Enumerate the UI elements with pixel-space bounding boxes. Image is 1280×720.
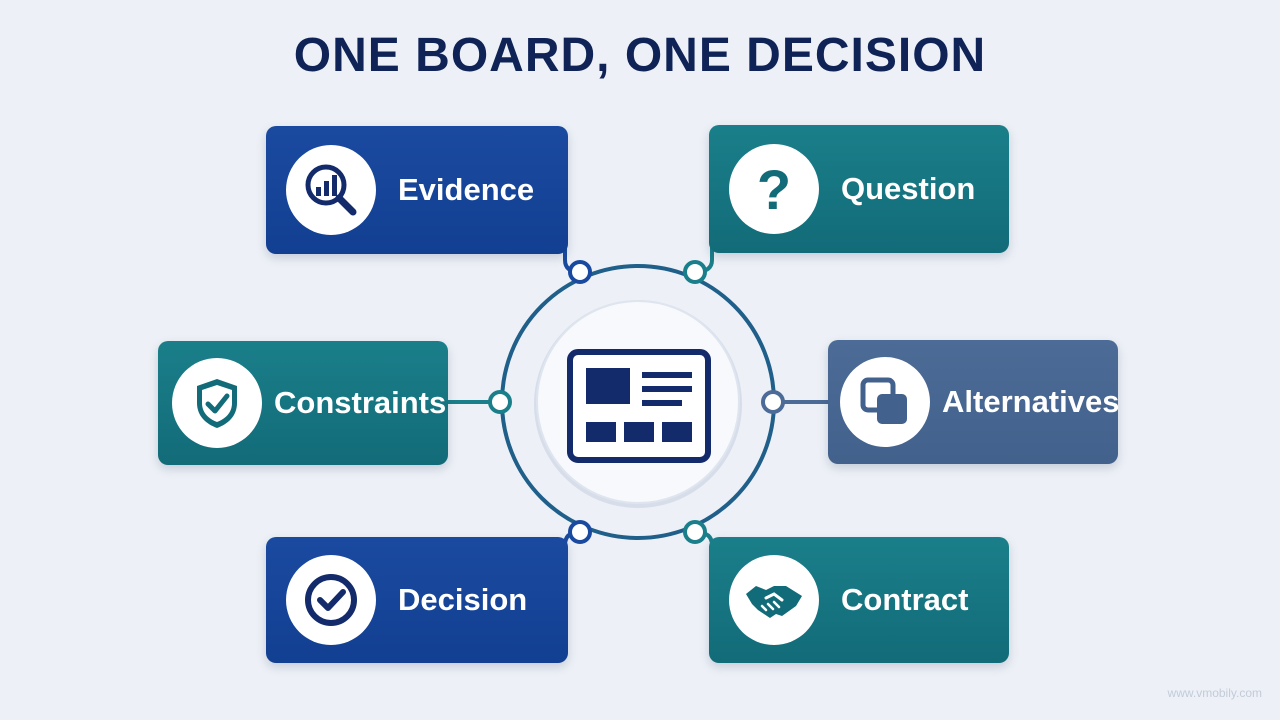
junction-dot-question: [683, 260, 707, 284]
node-constraints: Constraints: [158, 341, 448, 465]
node-label: Alternatives: [942, 384, 1120, 419]
overlapping-squares-icon: [840, 357, 930, 447]
node-label: Question: [841, 171, 976, 206]
handshake-icon: [729, 555, 819, 645]
watermark: www.vmobily.com: [1167, 686, 1262, 700]
diagram-title: ONE BOARD, ONE DECISION: [293, 29, 987, 82]
node-contract: Contract: [709, 537, 1009, 663]
node-label: Evidence: [398, 172, 535, 207]
node-evidence: Evidence: [266, 126, 568, 254]
junction-dot-constraints: [488, 390, 512, 414]
shield-check-icon: [172, 358, 262, 448]
node-label: Contract: [841, 582, 969, 617]
junction-dot-decision: [568, 520, 592, 544]
node-label: Constraints: [274, 385, 447, 420]
node-question: ? Question: [709, 125, 1009, 253]
circle-check-icon: [286, 555, 376, 645]
magnifier-chart-icon: [286, 145, 376, 235]
question-mark-icon: ?: [729, 144, 819, 234]
svg-text:?: ?: [757, 159, 791, 219]
node-alternatives: Alternatives: [828, 340, 1120, 464]
junction-dot-evidence: [568, 260, 592, 284]
board-icon: [567, 349, 711, 463]
node-label: Decision: [398, 582, 528, 617]
junction-dot-contract: [683, 520, 707, 544]
junction-dot-alternatives: [761, 390, 785, 414]
node-decision: Decision: [266, 537, 568, 663]
